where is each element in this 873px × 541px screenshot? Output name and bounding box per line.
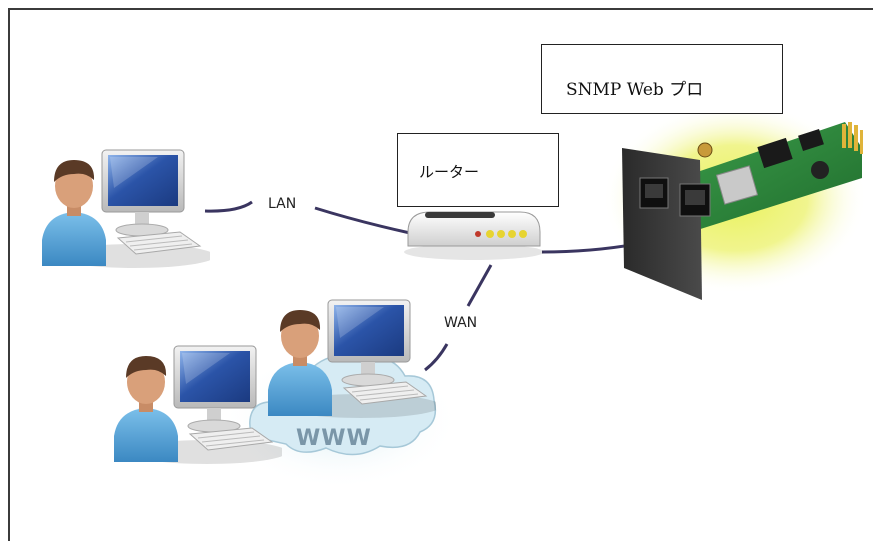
wan-link-bottom xyxy=(424,343,449,372)
lan-label: LAN xyxy=(265,196,300,212)
cloud-www-label: WWW xyxy=(296,426,372,451)
frame-top-border xyxy=(8,8,873,10)
snmp-card-label: SNMP Web プロ xyxy=(566,80,704,100)
router-label-box: ルーター xyxy=(397,133,559,207)
lan-link-left xyxy=(204,200,253,213)
router-icon xyxy=(404,211,544,260)
snmp-card-icon xyxy=(603,102,867,300)
router-label: ルーター xyxy=(419,163,480,181)
user-workstation-icon xyxy=(41,149,210,268)
wan-label: WAN xyxy=(441,315,481,331)
wan-link-top xyxy=(466,264,493,307)
user-workstation-icon xyxy=(267,299,436,418)
lan-link-right xyxy=(314,206,411,235)
frame-left-border xyxy=(8,8,10,541)
snmp-card-label-box: SNMP Web プロ xyxy=(541,44,783,114)
